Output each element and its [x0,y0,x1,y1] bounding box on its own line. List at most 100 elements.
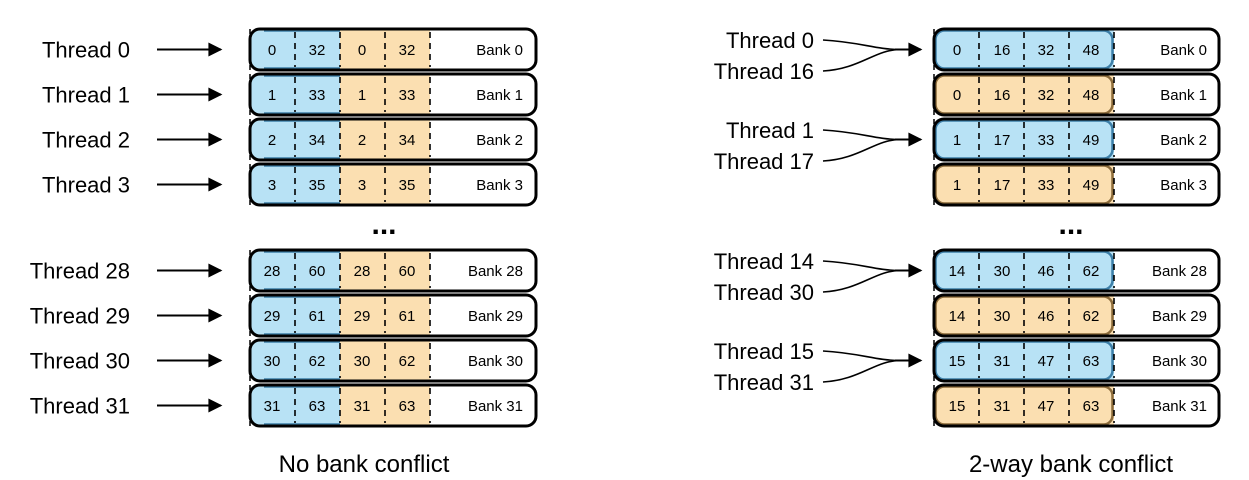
bank-cell-value: 48 [1083,42,1100,59]
bank-cell-value: 49 [1083,132,1100,149]
bank-cell-value: 15 [949,353,966,370]
bank-cell-value: 35 [399,177,416,194]
thread-arrow-upper [822,350,901,362]
bank-cell-value: 46 [1038,308,1055,325]
bank-row-outline [932,162,1221,207]
bank-label: Bank 28 [468,263,523,280]
bank-cell-value: 1 [358,87,366,104]
bank-row-outline [248,338,538,383]
thread-label: Thread 1 [726,118,814,143]
bank-cell-value: 63 [399,398,416,415]
bank-cell-value: 16 [994,87,1011,104]
thread-label: Thread 31 [30,394,130,419]
bank-label: Bank 28 [1152,263,1207,280]
bank-cell-value: 31 [264,398,281,415]
bank-cell-value: 63 [1083,398,1100,415]
bank-cell-value: 28 [264,263,281,280]
bank-cell-value: 29 [264,308,281,325]
thread-group: Thread 0 [42,38,223,63]
thread-arrow-lower [822,269,901,293]
thread-label: Thread 0 [726,28,814,53]
bank-cell-value: 33 [1038,177,1055,194]
bank-cell-value: 2 [358,132,366,149]
thread-label: Thread 30 [30,349,130,374]
bank-label: Bank 30 [1152,353,1207,370]
bank-cell-value: 0 [953,87,961,104]
bank-cell-value: 33 [309,87,326,104]
bank-cell-value: 3 [268,177,276,194]
thread-label: Thread 28 [30,259,130,284]
bank-cell-value: 31 [994,398,1011,415]
bank-row-outline [248,248,538,293]
thread-label: Thread 31 [714,370,814,395]
thread-group: Thread 30 [30,349,223,374]
bank-label: Bank 0 [476,42,523,59]
thread-group: Thread 29 [30,304,223,329]
bank-cell-value: 61 [399,308,416,325]
bank-label: Bank 0 [1160,42,1207,59]
bank-label: Bank 30 [468,353,523,370]
ellipsis-right: ... [1058,208,1083,241]
bank-cell-value: 46 [1038,263,1055,280]
bank-label: Bank 29 [468,308,523,325]
thread-group: Thread 3 [42,173,223,198]
bank-label: Bank 3 [1160,177,1207,194]
bank-cell-value: 17 [994,132,1011,149]
thread-label: Thread 17 [714,149,814,174]
thread-arrow-upper [822,39,901,51]
bank-cell-value: 31 [354,398,371,415]
thread-group: Thread 1 Thread 17 [714,118,923,174]
bank-cell-value: 34 [399,132,416,149]
bank-cell-value: 17 [994,177,1011,194]
thread-label: Thread 30 [714,280,814,305]
bank-cell-value: 32 [309,42,326,59]
bank-cell-value: 63 [309,398,326,415]
bank-cell-value: 1 [953,132,961,149]
ellipsis-left: ... [371,208,396,241]
panel-caption-no-conflict: No bank conflict [279,451,450,478]
bank-row-outline [932,338,1221,383]
bank-row-outline [932,117,1221,162]
bank-cell-value: 32 [399,42,416,59]
bank-cell-value: 32 [1038,42,1055,59]
bank-cell-value: 62 [399,353,416,370]
bank-row-outline [932,72,1221,117]
bank-cell-value: 62 [1083,263,1100,280]
bank-cell-value: 48 [1083,87,1100,104]
bank-cell-value: 62 [1083,308,1100,325]
bank-label: Bank 31 [1152,398,1207,415]
thread-arrow-upper [822,260,901,272]
bank-cell-value: 49 [1083,177,1100,194]
thread-group: Thread 31 [30,394,223,419]
bank-cell-value: 14 [949,308,966,325]
thread-label: Thread 3 [42,173,130,198]
bank-row-outline [932,248,1221,293]
bank-cell-value: 30 [994,308,1011,325]
bank-label: Bank 2 [1160,132,1207,149]
bank-row-outline [248,27,538,72]
bank-cell-value: 29 [354,308,371,325]
bank-row-outline [248,72,538,117]
bank-cell-value: 47 [1038,398,1055,415]
bank-cell-value: 30 [354,353,371,370]
bank-cell-value: 34 [309,132,326,149]
bank-cell-value: 60 [309,263,326,280]
thread-label: Thread 29 [30,304,130,329]
bank-cell-value: 62 [309,353,326,370]
bank-cell-value: 1 [268,87,276,104]
